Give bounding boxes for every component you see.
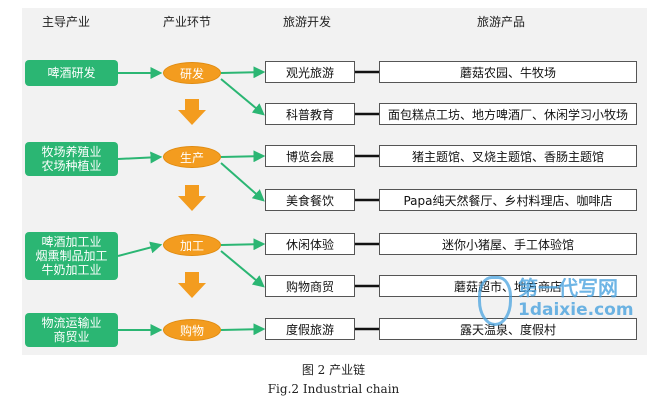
tourism-box-science-education: 科普教育 [265,103,355,125]
link-oval-processing: 加工 [163,234,221,256]
header-products: 旅游产品 [477,15,526,29]
connector-link-tourism-diagonal [220,250,265,288]
product-box-1: 蘑菇农园、牛牧场 [379,61,637,83]
tourism-box-leisure: 休闲体验 [265,233,355,255]
flow-arrow-down-icon [178,99,206,125]
header-tourism: 旅游开发 [283,15,332,29]
flow-arrow-down-icon [178,185,206,211]
industry-box-logistics: 物流运输业 商贸业 [25,313,118,347]
watermark-text-url: 1daixie.com [518,300,634,320]
industry-label: 啤酒研发 [47,66,96,80]
connector-link-tourism [220,66,266,79]
watermark-text-cn: 第一代写网 [518,276,618,300]
link-oval-production: 生产 [163,146,221,168]
product-box-2: 面包糕点工坊、地方啤酒厂、休闲学习小牧场 [379,103,637,125]
connector-link-tourism-diagonal [220,78,265,116]
tourism-box-shopping: 购物商贸 [265,275,355,297]
industry-box-farming: 牧场养殖业 农场种植业 [25,142,118,176]
link-oval-rnd: 研发 [163,62,221,84]
product-box-3: 猪主题馆、叉烧主题馆、香肠主题馆 [379,145,637,167]
industry-label: 啤酒加工业 烟熏制品加工 牛奶加工业 [35,235,108,277]
connector-link-tourism [220,323,266,336]
tourism-box-expo: 博览会展 [265,145,355,167]
connector-industry-link [117,241,163,257]
caption-chinese: 图 2 产业链 [301,363,366,377]
flow-arrow-down-icon [178,272,206,298]
connector-link-tourism [220,150,266,163]
connector-link-tourism [220,238,266,251]
connector-industry-link [117,151,163,164]
product-box-4: Papa纯天然餐厅、乡村料理店、咖啡店 [379,189,637,211]
caption-english: Fig.2 Industrial chain [267,382,400,396]
tourism-box-resort: 度假旅游 [265,318,355,340]
industry-label: 物流运输业 商贸业 [41,316,102,344]
industry-box-processing: 啤酒加工业 烟熏制品加工 牛奶加工业 [25,232,118,280]
product-box-7: 露天温泉、度假村 [379,318,637,340]
watermark: 第一代写网 1daixie.com [478,272,658,342]
header-link: 产业环节 [163,15,212,29]
watermark-logo-icon [478,276,512,326]
product-box-5: 迷你小猪屋、手工体验馆 [379,233,637,255]
link-oval-shopping: 购物 [163,319,221,341]
industry-label: 牧场养殖业 农场种植业 [41,145,102,173]
header-industry: 主导产业 [42,15,91,29]
tourism-box-sightseeing: 观光旅游 [265,61,355,83]
tourism-box-dining: 美食餐饮 [265,189,355,211]
industry-box-brewing-rnd: 啤酒研发 [25,60,118,86]
connector-link-tourism-diagonal [220,162,265,202]
